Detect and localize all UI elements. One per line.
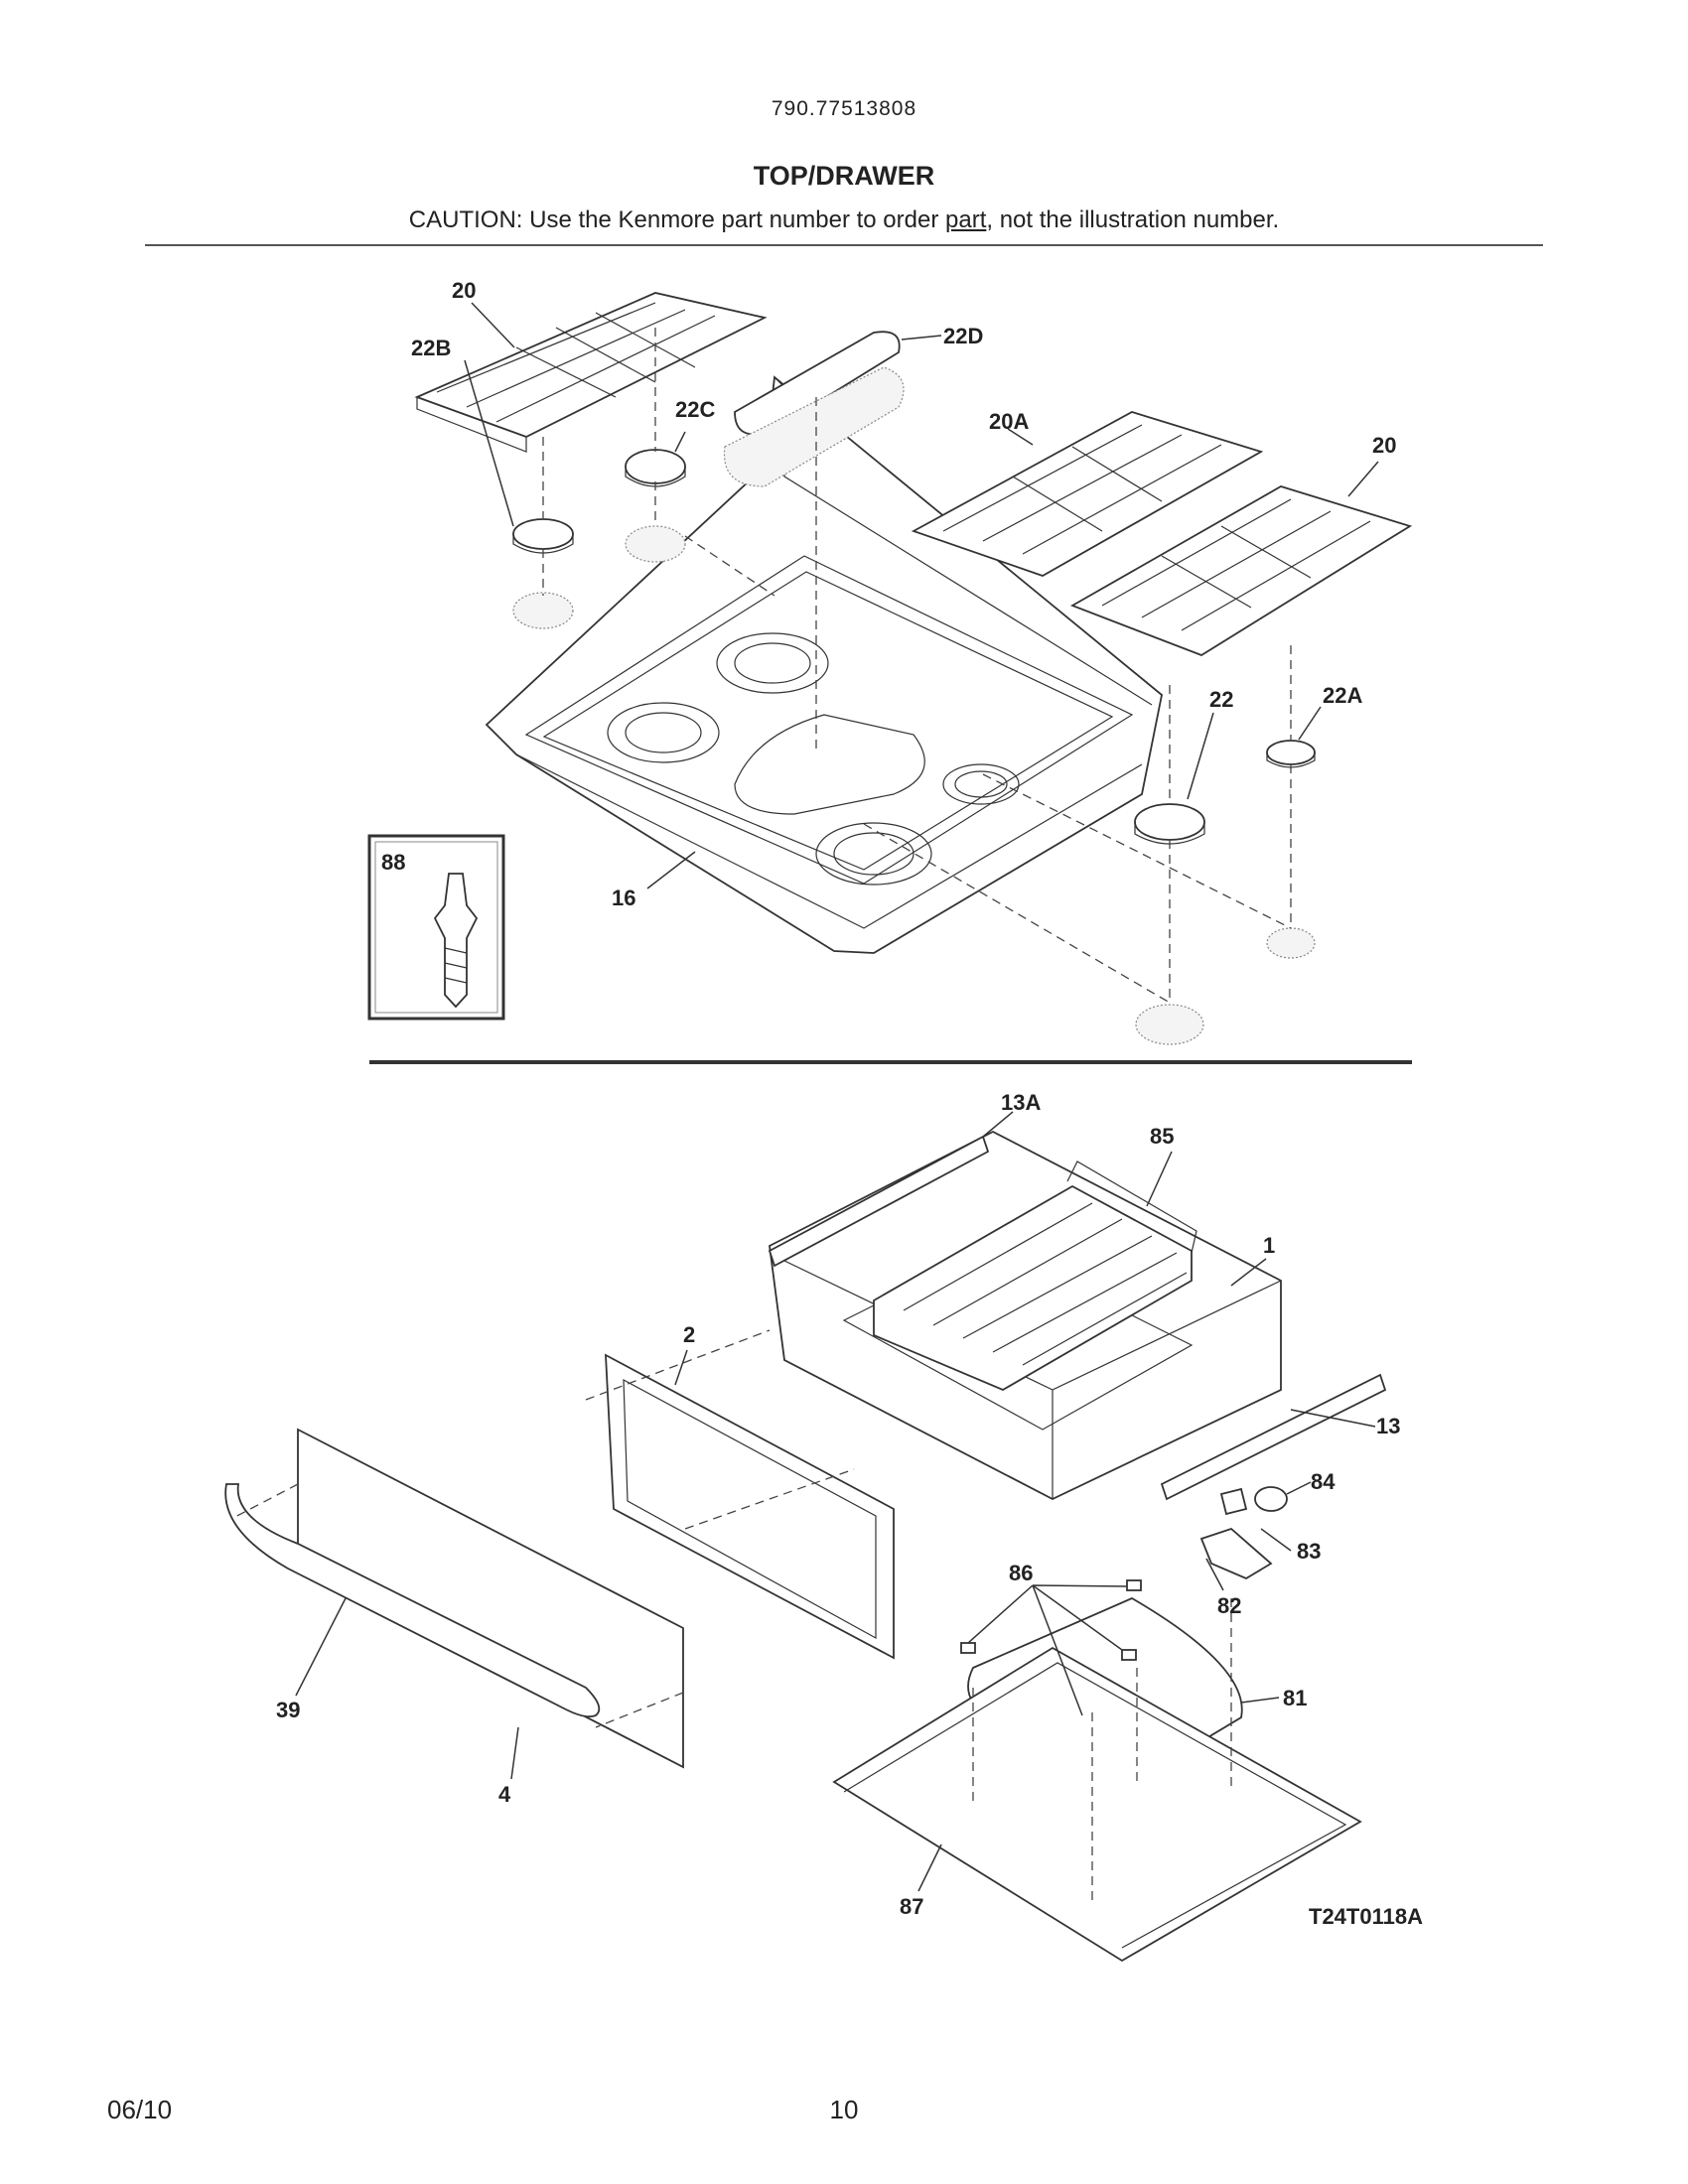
header-divider	[145, 244, 1543, 246]
callout-85: 85	[1150, 1124, 1174, 1149]
inset-box-screw	[367, 834, 505, 1021]
callout-22d: 22D	[943, 324, 983, 348]
callout-16: 16	[612, 886, 635, 910]
section-divider	[369, 1060, 1412, 1064]
bracket-and-thermostat	[1199, 1486, 1288, 1580]
callout-86: 86	[1009, 1561, 1033, 1585]
callout-1: 1	[1263, 1233, 1275, 1258]
burner-cap-22	[1134, 803, 1205, 845]
burner-cap-22b	[512, 518, 574, 554]
bottom-alignment-lines	[230, 1329, 1232, 1906]
diagram-code: T24T0118A	[1309, 1904, 1423, 1929]
model-number: 790.77513808	[771, 97, 917, 120]
callout-88: 88	[381, 850, 405, 875]
callout-83: 83	[1297, 1539, 1321, 1564]
callout-22b: 22B	[411, 336, 451, 360]
callout-39: 39	[276, 1698, 300, 1722]
callout-22c: 22C	[675, 397, 715, 422]
drawer-slide-13	[1160, 1373, 1387, 1501]
footer-date: 06/10	[107, 2095, 173, 2124]
section-title: TOP/DRAWER	[753, 161, 935, 191]
callout-22a: 22A	[1323, 683, 1362, 708]
callout-84: 84	[1311, 1469, 1336, 1494]
caution-note: CAUTION: Use the Kenmore part number to …	[0, 206, 1688, 234]
burner-cap-22a	[1266, 740, 1316, 768]
callout-82: 82	[1217, 1593, 1241, 1618]
burner-head-ghost	[512, 525, 1316, 1045]
page-number: 10	[829, 2095, 859, 2124]
callout-20-right: 20	[1372, 433, 1396, 458]
callout-20-left: 20	[452, 278, 476, 303]
grate-right-20	[1069, 485, 1413, 657]
grate-left	[414, 292, 768, 453]
caution-text-start: CAUTION: Use the Kenmore part number to …	[408, 206, 945, 233]
drawer-handle	[224, 1483, 601, 1718]
caution-text-end: , not the illustration number.	[986, 206, 1280, 233]
burner-cap-22c	[625, 449, 686, 487]
top-alignment-lines	[542, 328, 1292, 1004]
callout-87: 87	[900, 1894, 923, 1919]
drawer-front-panel	[297, 1428, 684, 1769]
callout-2: 2	[683, 1322, 695, 1347]
caution-text-underlined: part	[945, 206, 987, 233]
callout-4: 4	[498, 1782, 511, 1807]
callout-13: 13	[1376, 1414, 1400, 1438]
callout-22: 22	[1209, 687, 1233, 712]
broiler-rack	[873, 1160, 1197, 1392]
callout-20a: 20A	[989, 409, 1029, 434]
drawer-slide-13a	[768, 1135, 990, 1268]
callout-13a: 13A	[1001, 1090, 1041, 1115]
drawer-bottom-panel	[832, 1646, 1362, 1963]
callout-81: 81	[1283, 1686, 1307, 1710]
oval-burner-cap	[723, 331, 905, 487]
grate-center-20a	[911, 411, 1264, 577]
